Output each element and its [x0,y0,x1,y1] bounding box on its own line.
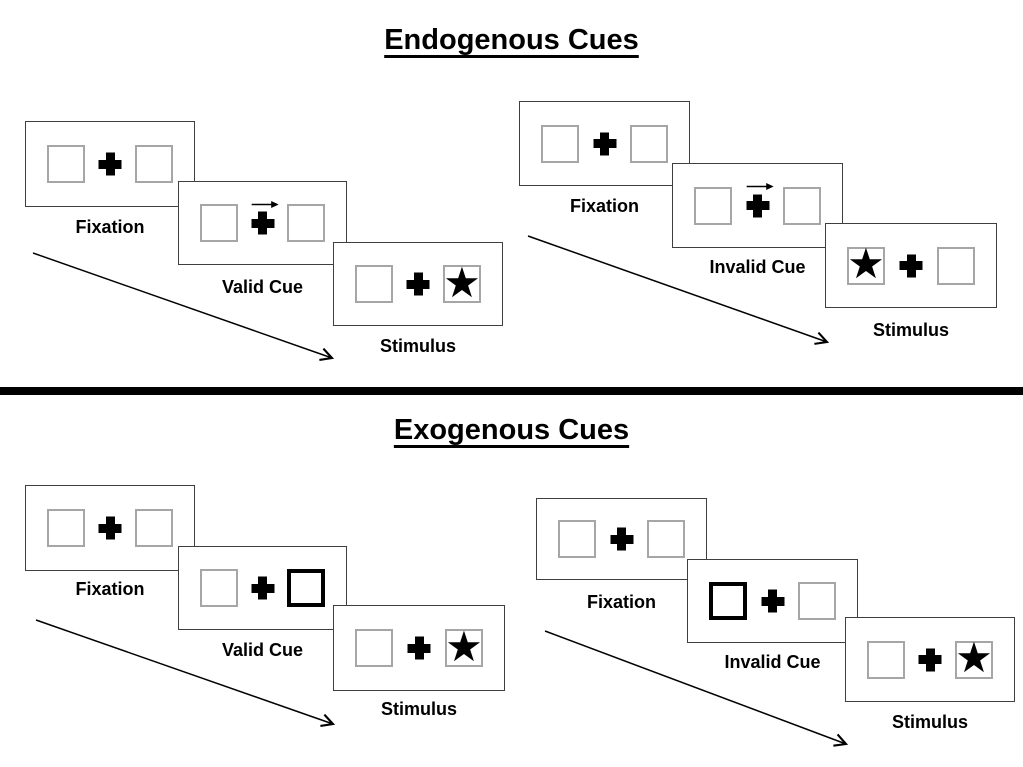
fixation-cross-icon [408,637,431,660]
fixation-cross-icon [407,273,430,296]
left-box-with-star: ★ [847,243,885,285]
fixation-cross-icon [900,254,923,277]
right-box [135,509,173,547]
exogenous-invalid-timeline-arrow-icon [544,630,849,747]
left-box [355,629,393,667]
right-box-with-star: ★ [955,637,993,679]
fixation-cross-icon [919,648,942,671]
endogenous-invalid-cue-label: Invalid Cue [709,257,806,277]
endogenous-valid-fixation-label: Fixation [75,217,145,237]
fixation-cross-icon [761,590,784,613]
right-box [783,186,821,225]
exogenous-valid-stimulus-label: Stimulus [380,699,457,719]
left-box [558,520,596,558]
endogenous-section-title: Endogenous Cues [0,24,1023,57]
star-stimulus-icon: ★ [443,257,481,307]
exogenous-section-title: Exogenous Cues [0,414,1023,447]
fixation-cross-icon [99,153,122,176]
right-box [937,246,975,285]
endogenous-invalid-cue-frame [672,163,843,248]
left-box [200,569,238,607]
exogenous-invalid-fixation-frame [536,498,707,580]
right-box-highlighted-cue [287,569,325,607]
right-arrow-cue-icon [251,201,279,208]
left-box [355,265,393,303]
right-box [647,520,685,558]
exogenous-invalid-fixation-label: Fixation [586,592,656,612]
fixation-cross-icon [251,577,274,600]
right-box [798,582,836,620]
endogenous-valid-stimulus-label: Stimulus [379,336,456,356]
endogenous-valid-fixation-frame [25,121,195,207]
section-divider [0,387,1023,395]
left-box [47,145,85,183]
exogenous-valid-stimulus-frame: ★ [333,605,505,691]
exogenous-valid-cue-frame [178,546,347,630]
star-stimulus-icon: ★ [955,633,993,682]
right-box [287,204,325,242]
endogenous-invalid-stimulus-label: Stimulus [872,320,949,340]
exogenous-invalid-stimulus-frame: ★ [845,617,1015,702]
exogenous-invalid-cue-label: Invalid Cue [724,652,821,672]
exogenous-invalid-cue-frame [687,559,858,643]
exogenous-valid-fixation-frame [25,485,195,571]
fixation-cross-icon [99,517,122,540]
right-box-with-star: ★ [445,621,483,671]
exogenous-title-text: Exogenous Cues [393,414,630,446]
left-box [867,640,905,679]
left-box [47,509,85,547]
fixation-cross-icon [593,132,616,155]
left-box [694,186,732,225]
star-stimulus-icon: ★ [847,239,885,288]
right-box [630,124,668,163]
exogenous-valid-cue-label: Valid Cue [221,640,304,660]
endogenous-valid-cue-frame [178,181,347,265]
left-box [200,204,238,242]
endogenous-invalid-timeline-arrow-icon [527,235,830,345]
exogenous-valid-fixation-label: Fixation [75,579,145,599]
endogenous-title-text: Endogenous Cues [384,24,639,56]
endogenous-valid-timeline-arrow-icon [32,252,335,361]
star-stimulus-icon: ★ [445,621,483,671]
fixation-cross-icon [251,212,274,235]
fixation-cross-icon [746,194,769,217]
endogenous-valid-cue-label: Valid Cue [221,277,304,297]
exogenous-valid-timeline-arrow-icon [35,619,336,727]
exogenous-invalid-stimulus-label: Stimulus [891,712,968,732]
fixation-cross-icon [610,528,633,551]
endogenous-invalid-stimulus-frame: ★ [825,223,997,308]
endogenous-invalid-fixation-frame [519,101,690,186]
right-box [135,145,173,183]
endogenous-invalid-fixation-label: Fixation [569,196,639,216]
endogenous-valid-stimulus-frame: ★ [333,242,503,326]
right-arrow-cue-icon [746,183,774,190]
left-box-highlighted-cue [709,582,747,620]
left-box [541,124,579,163]
right-box-with-star: ★ [443,257,481,307]
